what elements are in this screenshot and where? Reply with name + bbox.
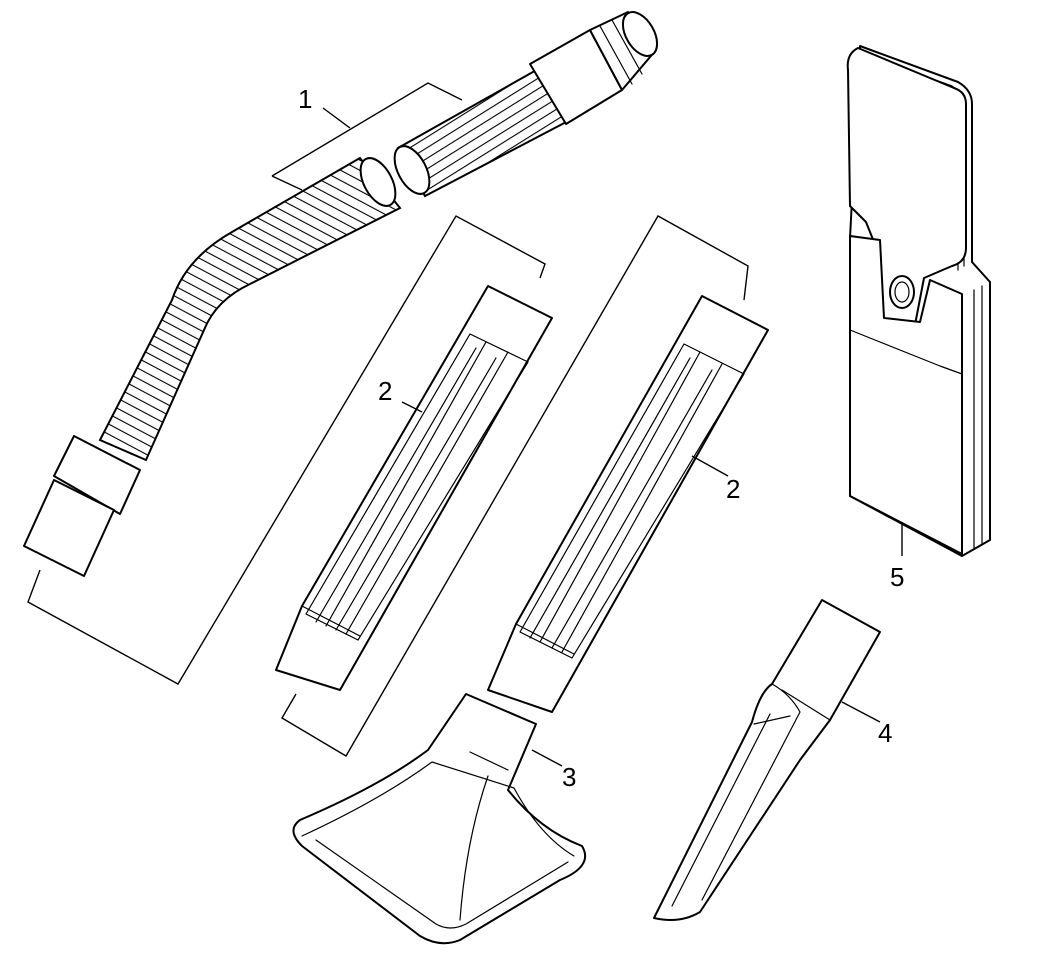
suction-hose (23, 11, 659, 685)
callout-hand-nozzle: 3 (562, 762, 577, 792)
hose-connector-tube (23, 479, 115, 577)
callout-filter-bag: 5 (890, 562, 905, 592)
hose-cut-end-lower (359, 157, 397, 207)
hand-nozzle (292, 693, 587, 945)
callout-nozzle-right: 2 (726, 474, 741, 504)
callout-crevice-nozzle: 4 (878, 718, 893, 748)
nozzle-right (487, 295, 769, 713)
hose-cut-end-upper (393, 145, 431, 195)
filter-bag (846, 45, 991, 557)
callout-nozzle-left: 2 (378, 376, 393, 406)
filter-bag-opening (889, 275, 915, 309)
nozzle-left (275, 215, 749, 757)
crevice-nozzle (653, 599, 881, 921)
hose-segment-lower (98, 156, 402, 462)
callout-hose: 1 (298, 84, 313, 114)
